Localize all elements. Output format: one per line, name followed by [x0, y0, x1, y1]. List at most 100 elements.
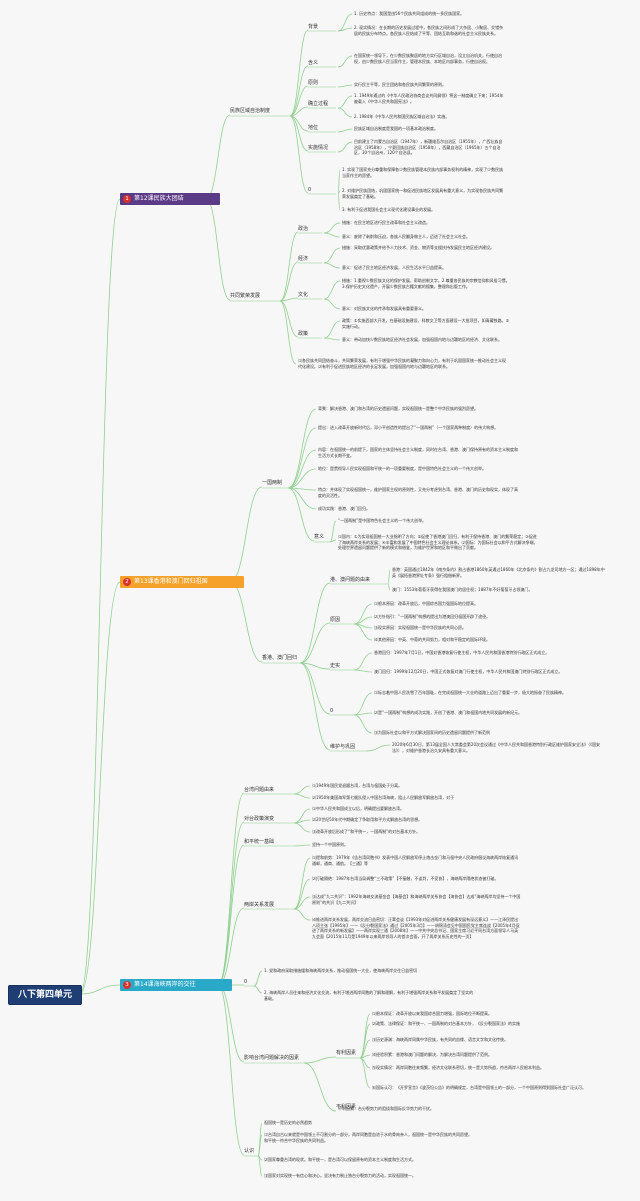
- note-connector: [293, 819, 311, 824]
- note-text: 香港回归：1997年7月1日，中国对香港恢复行使主权，中华人民共和国香港特别行政…: [374, 650, 550, 655]
- note-text: 意义：带动加快少数民族地区经济社会发展，加强祖国内地与边疆地区的经济、文化联系。: [342, 337, 502, 342]
- note-text: ⑴1949年国民党退踞台湾，台湾与祖国处于分离。: [312, 783, 403, 788]
- note-connector: [293, 878, 311, 910]
- note-connector: [293, 857, 311, 910]
- note-text: 政策：①实施西部大开发，在基础设施建设、科教文卫等方面建设一大批项目，如青藏铁路…: [342, 318, 510, 329]
- node-label: 政策: [298, 331, 309, 337]
- leaf-connector: [299, 662, 331, 751]
- node-label: 政治: [298, 226, 309, 232]
- note-text: ⑴根本保证：改革开放以来我国综合国力增强，国际地位不断提高。: [372, 1011, 492, 1016]
- topic-lesson-14: 3 第14课海峡两岸的交往: [120, 979, 232, 991]
- note-text: 澳门回归：1999年12月20日，中国正式恢复对澳门行使主权，中华人民共和国澳门…: [374, 669, 563, 674]
- note-text: 2. 1984年《中华人民共和国民族区域自治法》实施。: [354, 114, 450, 119]
- leaf-connector: [279, 300, 299, 338]
- note-connector: [287, 487, 317, 510]
- note-connector: [323, 232, 341, 238]
- note-connector: [359, 1039, 371, 1059]
- note-text: ⑵国家尊重台湾的现状。和平统一，是台湾可以保留原有的资本主义制度和生活方式。: [264, 1157, 416, 1162]
- node-label: 文化: [298, 292, 309, 298]
- branch-label: 0: [244, 979, 248, 985]
- note-text: 2. 海峡两岸人员往来和经济文化交流，有利于增进两岸同胞的了解和理解，有利于增强…: [264, 990, 474, 1001]
- note-text: ⑴标志着中国人民洗雪了百年国耻，在完成祖国统一大业的道路上迈出了重要一步，极大地…: [374, 690, 566, 695]
- note-text: ⑵是“一国两制”构想的成功实践，开创了香港、澳门和祖国内地共同发展的新纪元。: [374, 710, 523, 715]
- topic-to-branch-connector: [217, 907, 245, 986]
- node-label: 确立过程: [308, 101, 329, 107]
- note-text: 澳门：1553年葡萄牙获得在我国澳门的居住权；1887年不好葡萄牙占领澳门。: [392, 587, 533, 592]
- note-connector: [323, 298, 341, 310]
- note-connector: [293, 908, 311, 921]
- note-text: ⑵1950年美国海军第七舰队侵入中国台湾海峡，阻止人民解放军解放台湾，对于: [312, 795, 455, 800]
- leaf-connector: [299, 662, 331, 715]
- note-text: ⑴国内：①为实现祖国统一大业指明了方向；②促使了香港澳门回归，有利于保持香港、澳…: [338, 534, 538, 551]
- note-text: 意义：促进了民主地区经济发展，人民生活水平日益提高。: [342, 265, 446, 270]
- note-connector: [287, 408, 317, 489]
- note-text: 内容：在祖国统一的前提下，国家的主体坚持社会主义制度，同时在台湾、香港、澳门保持…: [318, 447, 518, 458]
- note-connector: [387, 583, 391, 591]
- note-text: 特点：并体现了实现祖国统一，维护国家主权的原则性，又充分考虑到台湾、香港、澳门的…: [318, 487, 518, 498]
- note-text: 意义：废除了剥削和压迫，各族人民翻身做主人，迈进了社会主义社会。: [342, 234, 470, 239]
- note-connector: [353, 692, 373, 716]
- branch-label: 对台政策演变: [244, 816, 275, 822]
- topic-number-badge: 3: [123, 981, 131, 989]
- note-connector: [323, 247, 341, 264]
- note-text: ⑶国家对实现统一有信心和决心。坚决有力制止独台分裂势力的活动，实现祖国统一。: [264, 1173, 416, 1178]
- topic-title: 第12课民族大团结: [134, 195, 184, 202]
- root-node: 八下第四单元: [8, 985, 82, 1005]
- note-text: ⑵打破隔绝：1987年台湾当局调整“三不政策”【不接触，不谈判，不妥协】，海峡两…: [312, 876, 499, 881]
- topic-to-branch-connector: [217, 984, 245, 1063]
- topic-to-branch-connector: [229, 486, 263, 583]
- note-text: 提出：进入改革开放新时代后，邓小平创造性的提出了“一国两制”（一个国家两种制度）…: [318, 425, 499, 430]
- note-connector: [337, 169, 341, 195]
- note-text: ⑵政策、法律保证：和平统一、一国两制的对台基本方针，《反分裂国家法》的实施: [372, 1021, 520, 1026]
- note-text: 2. 现实情况：在长期的历史发展过程中，各民族之间形成了大杂居、小聚居、交错杂居…: [354, 25, 504, 36]
- note-text: ⑶为国际社会以和平方式解决国家间的历史遗留问题提供了新范例: [374, 730, 490, 735]
- node-label: 不利因素: [336, 1104, 357, 1110]
- note-text: 背景：解决香港、澳门和台湾的历史遗留问题，实现祖国统一是整个中华民族的强烈愿望。: [318, 406, 478, 411]
- note-connector: [359, 1057, 371, 1089]
- note-text: 措施：采取优惠政策并给予人力技术、资金、物资等支援扶持发展民主地区经济建设。: [342, 245, 494, 250]
- topic-lesson-13: 2 第13课香港和澳门回归祖国: [120, 576, 244, 588]
- note-connector: [337, 95, 353, 109]
- note-text: 1. 历史特点：我国是由56个民族共同组成的统一多民族国家。: [354, 11, 465, 16]
- note-connector: [353, 714, 373, 734]
- note-text: 措施：在民主地区进行民主改革和社会主义改造。: [342, 220, 430, 225]
- note-text: ⑵20世纪50年代中期确定了争取用和平方式解放台湾的思想。: [312, 817, 423, 822]
- note-text: ⑸现实情况：两岸同胞往来频繁，经济文化联系密切，统一是大势所趋，符合两岸人民根本…: [372, 1065, 544, 1070]
- note-connector: [287, 468, 317, 489]
- note-text: 2. 对维护民族团结，巩固国家统一和促进民族地区发展具有重大意义，为实现各民族共…: [342, 188, 504, 199]
- note-connector: [353, 623, 373, 641]
- note-connector: [257, 1155, 263, 1177]
- leaf-connector: [289, 65, 309, 117]
- note-text: 地位：是贯彻导人民实现祖国和平统一的一项重要制度，是中国特色社会主义的一个伟大创…: [318, 466, 486, 471]
- branch-label: 台湾问题由来: [244, 787, 275, 793]
- note-text: 在国家统一领导下，在少数民族聚居的地方实行区域自治，设立自治机关，行使自治权，由…: [354, 53, 502, 64]
- note-text: ⑶现实原因：实现祖国统一是中华民族的共同心愿。: [374, 625, 466, 630]
- note-text: 措施：1.重视少数民族文化的保护发展，帮助创制文字。2.尊重各民族的宗教信仰和风…: [342, 278, 510, 289]
- note-connector: [293, 808, 311, 824]
- note-connector: [337, 128, 353, 133]
- topic-to-branch-connector: [229, 581, 263, 663]
- node-label: 港、澳问题的由来: [330, 577, 371, 583]
- branch-label: 香港、澳门回归: [262, 655, 298, 661]
- note-text: ⑶达成“九二共识”：1992年海峡交流基金会【海基会】和海峡两岸关系协会【海协会…: [312, 894, 521, 905]
- note-connector: [387, 569, 391, 585]
- node-label: 背景: [308, 24, 319, 30]
- note-text: ⑶改革开放后形成了“和平统一，一国两制”的对台基本方针。: [312, 829, 421, 834]
- note-connector: [257, 1134, 263, 1157]
- leaf-connector: [289, 115, 309, 152]
- note-connector: [337, 55, 353, 68]
- note-connector: [293, 822, 311, 833]
- topic-to-branch-connector: [217, 792, 245, 986]
- node-label: 0: [330, 708, 334, 714]
- branch-label: 共同繁荣发展: [230, 293, 261, 299]
- note-connector: [323, 222, 341, 234]
- root-to-topic-connector: [79, 581, 121, 995]
- leaf-connector: [303, 1056, 337, 1064]
- node-label: 原则: [308, 80, 319, 86]
- summary-text: ⑴各民族共同团结奋斗，共同繁荣发展，有利于增强中华民族的凝聚力和向心力，有利于巩…: [298, 358, 506, 369]
- note-connector: [287, 427, 317, 489]
- node-label: 0: [308, 187, 312, 193]
- note-connector: [353, 669, 373, 673]
- branch-label: 两岸关系发展: [244, 902, 275, 908]
